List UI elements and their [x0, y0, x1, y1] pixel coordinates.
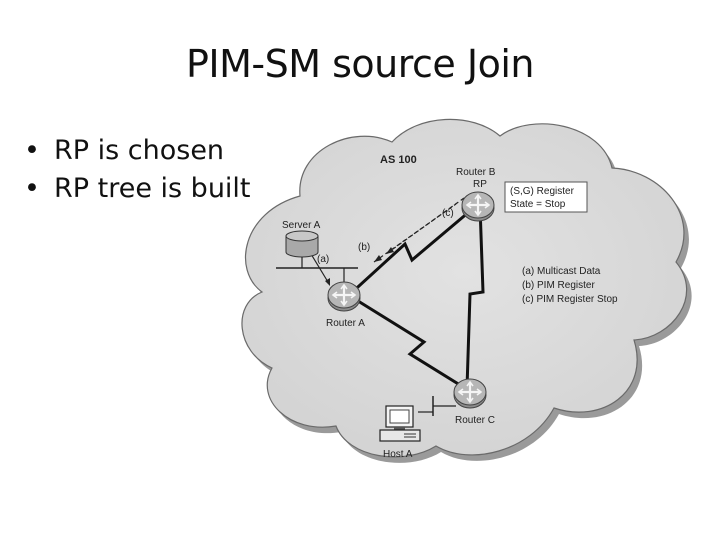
state-box — [504, 181, 588, 213]
arrow-c-label: (c) — [442, 208, 454, 219]
legend-item: (a) Multicast Data — [522, 266, 601, 277]
computer-icon — [379, 405, 421, 442]
legend-item: (b) PIM Register — [522, 280, 595, 291]
bullet-item: • RP tree is built — [24, 170, 251, 208]
router-c-icon — [452, 377, 488, 410]
host-label: Host A — [383, 449, 413, 460]
bullet-item: • RP is chosen — [24, 132, 251, 170]
legend-item: (c) PIM Register Stop — [522, 294, 618, 305]
router-b-label: Router B — [456, 167, 496, 178]
bullet-text: RP tree is built — [54, 173, 251, 204]
server-label: Server A — [282, 220, 321, 231]
bullet-text: RP is chosen — [54, 135, 225, 166]
server-icon — [285, 230, 319, 258]
arrow-b-label: (b) — [358, 242, 370, 253]
link-a-c — [349, 294, 469, 392]
state-box-line: (S,G) Register — [510, 186, 575, 197]
router-a-icon — [326, 280, 362, 313]
link-a-b — [346, 204, 477, 298]
domain-label: AS 100 — [380, 154, 417, 166]
rp-label: RP — [473, 179, 487, 190]
router-c-label: Router C — [455, 415, 495, 426]
state-box-line: State = Stop — [510, 199, 566, 210]
arrow-b-message — [373, 203, 457, 263]
router-a-label: Router A — [326, 318, 365, 329]
bullet-icon: • — [24, 135, 40, 166]
router-b-icon — [460, 190, 496, 223]
link-b-c — [465, 205, 485, 389]
bullet-icon: • — [24, 173, 40, 204]
bullet-list: • RP is chosen • RP tree is built — [24, 132, 251, 208]
page-title: PIM-SM source Join — [186, 42, 534, 86]
arrow-a-label: (a) — [317, 254, 329, 265]
